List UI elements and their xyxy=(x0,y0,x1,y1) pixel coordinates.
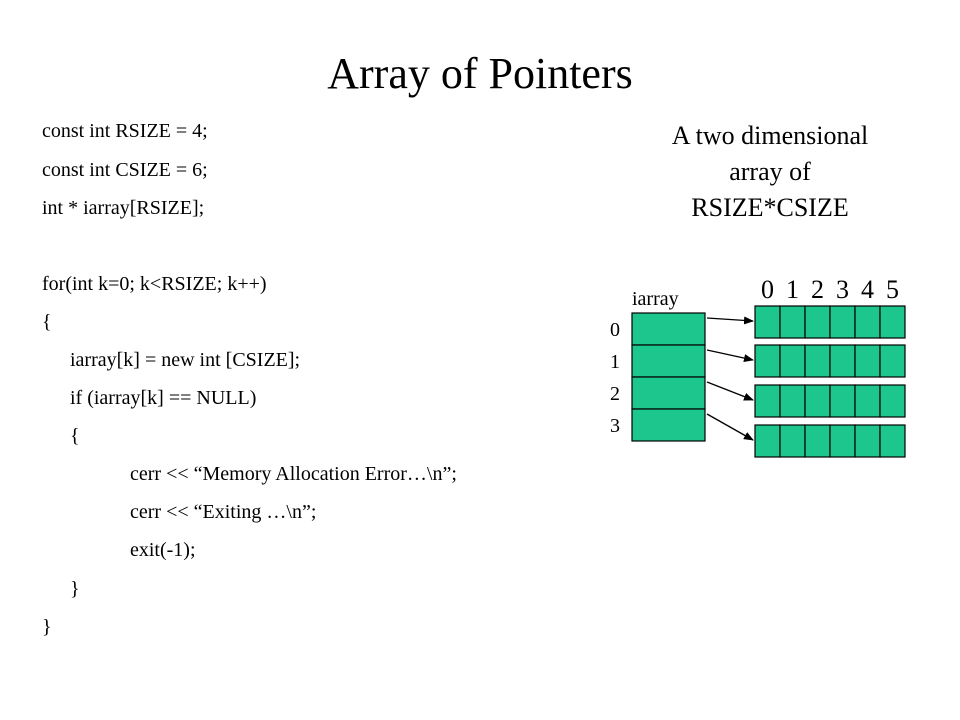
int-cell xyxy=(779,424,806,458)
code-line: if (iarray[k] == NULL) xyxy=(70,387,257,409)
int-cell xyxy=(829,424,856,458)
code-line: iarray[k] = new int [CSIZE]; xyxy=(70,349,301,371)
code-line: for(int k=0; k<RSIZE; k++) xyxy=(42,273,267,295)
caption-line: A two dimensional xyxy=(671,121,869,150)
caption-line: RSIZE*CSIZE xyxy=(691,193,849,222)
code-line: } xyxy=(42,616,52,638)
caption-line: array of xyxy=(729,157,811,186)
pointer-cell xyxy=(631,344,706,378)
code-line: exit(-1); xyxy=(130,539,196,561)
diagram-caption: A two dimensional array of RSIZE*CSIZE xyxy=(620,118,920,226)
int-cell xyxy=(829,305,856,339)
column-index-label: 1 xyxy=(786,275,799,304)
row-index-label: 1 xyxy=(610,351,620,373)
code-line: int * iarray[RSIZE]; xyxy=(42,197,205,219)
code-line: { xyxy=(70,425,80,447)
code-line: const int RSIZE = 4; xyxy=(42,120,208,142)
column-index-label: 3 xyxy=(836,275,849,304)
row-index-label: 0 xyxy=(610,319,620,341)
int-cell xyxy=(804,384,831,418)
int-cell xyxy=(804,305,831,339)
column-index-label: 5 xyxy=(886,275,899,304)
pointer-arrow xyxy=(706,413,754,441)
int-cell xyxy=(854,305,881,339)
int-cell xyxy=(754,384,781,418)
iarray-label: iarray xyxy=(632,288,679,310)
int-cell xyxy=(804,424,831,458)
code-line: { xyxy=(42,311,52,333)
code-line: } xyxy=(70,578,80,600)
int-cell xyxy=(854,384,881,418)
int-cell xyxy=(879,384,906,418)
pointer-cell xyxy=(631,408,706,442)
int-cell xyxy=(879,424,906,458)
int-cell xyxy=(879,344,906,378)
int-cell xyxy=(779,384,806,418)
int-cell xyxy=(754,344,781,378)
int-cell xyxy=(754,424,781,458)
row-index-label: 2 xyxy=(610,383,620,405)
int-cell xyxy=(829,344,856,378)
int-cell xyxy=(879,305,906,339)
column-index-label: 2 xyxy=(811,275,824,304)
code-line: const int CSIZE = 6; xyxy=(42,159,208,181)
int-cell xyxy=(779,305,806,339)
pointer-arrow xyxy=(706,381,754,401)
code-line: cerr << “Exiting …\n”; xyxy=(130,501,317,523)
int-cell xyxy=(854,344,881,378)
int-cell xyxy=(779,344,806,378)
column-index-label: 4 xyxy=(861,275,874,304)
int-cell xyxy=(854,424,881,458)
column-index-label: 0 xyxy=(761,275,774,304)
pointer-cell xyxy=(631,312,706,346)
int-cell xyxy=(804,344,831,378)
code-line: cerr << “Memory Allocation Error…\n”; xyxy=(130,463,457,485)
slide-title: Array of Pointers xyxy=(327,49,633,98)
pointer-cell xyxy=(631,376,706,410)
pointer-arrow xyxy=(706,349,754,362)
int-cell xyxy=(829,384,856,418)
int-cell xyxy=(754,305,781,339)
row-index-label: 3 xyxy=(610,415,620,437)
pointer-arrow xyxy=(706,316,754,325)
